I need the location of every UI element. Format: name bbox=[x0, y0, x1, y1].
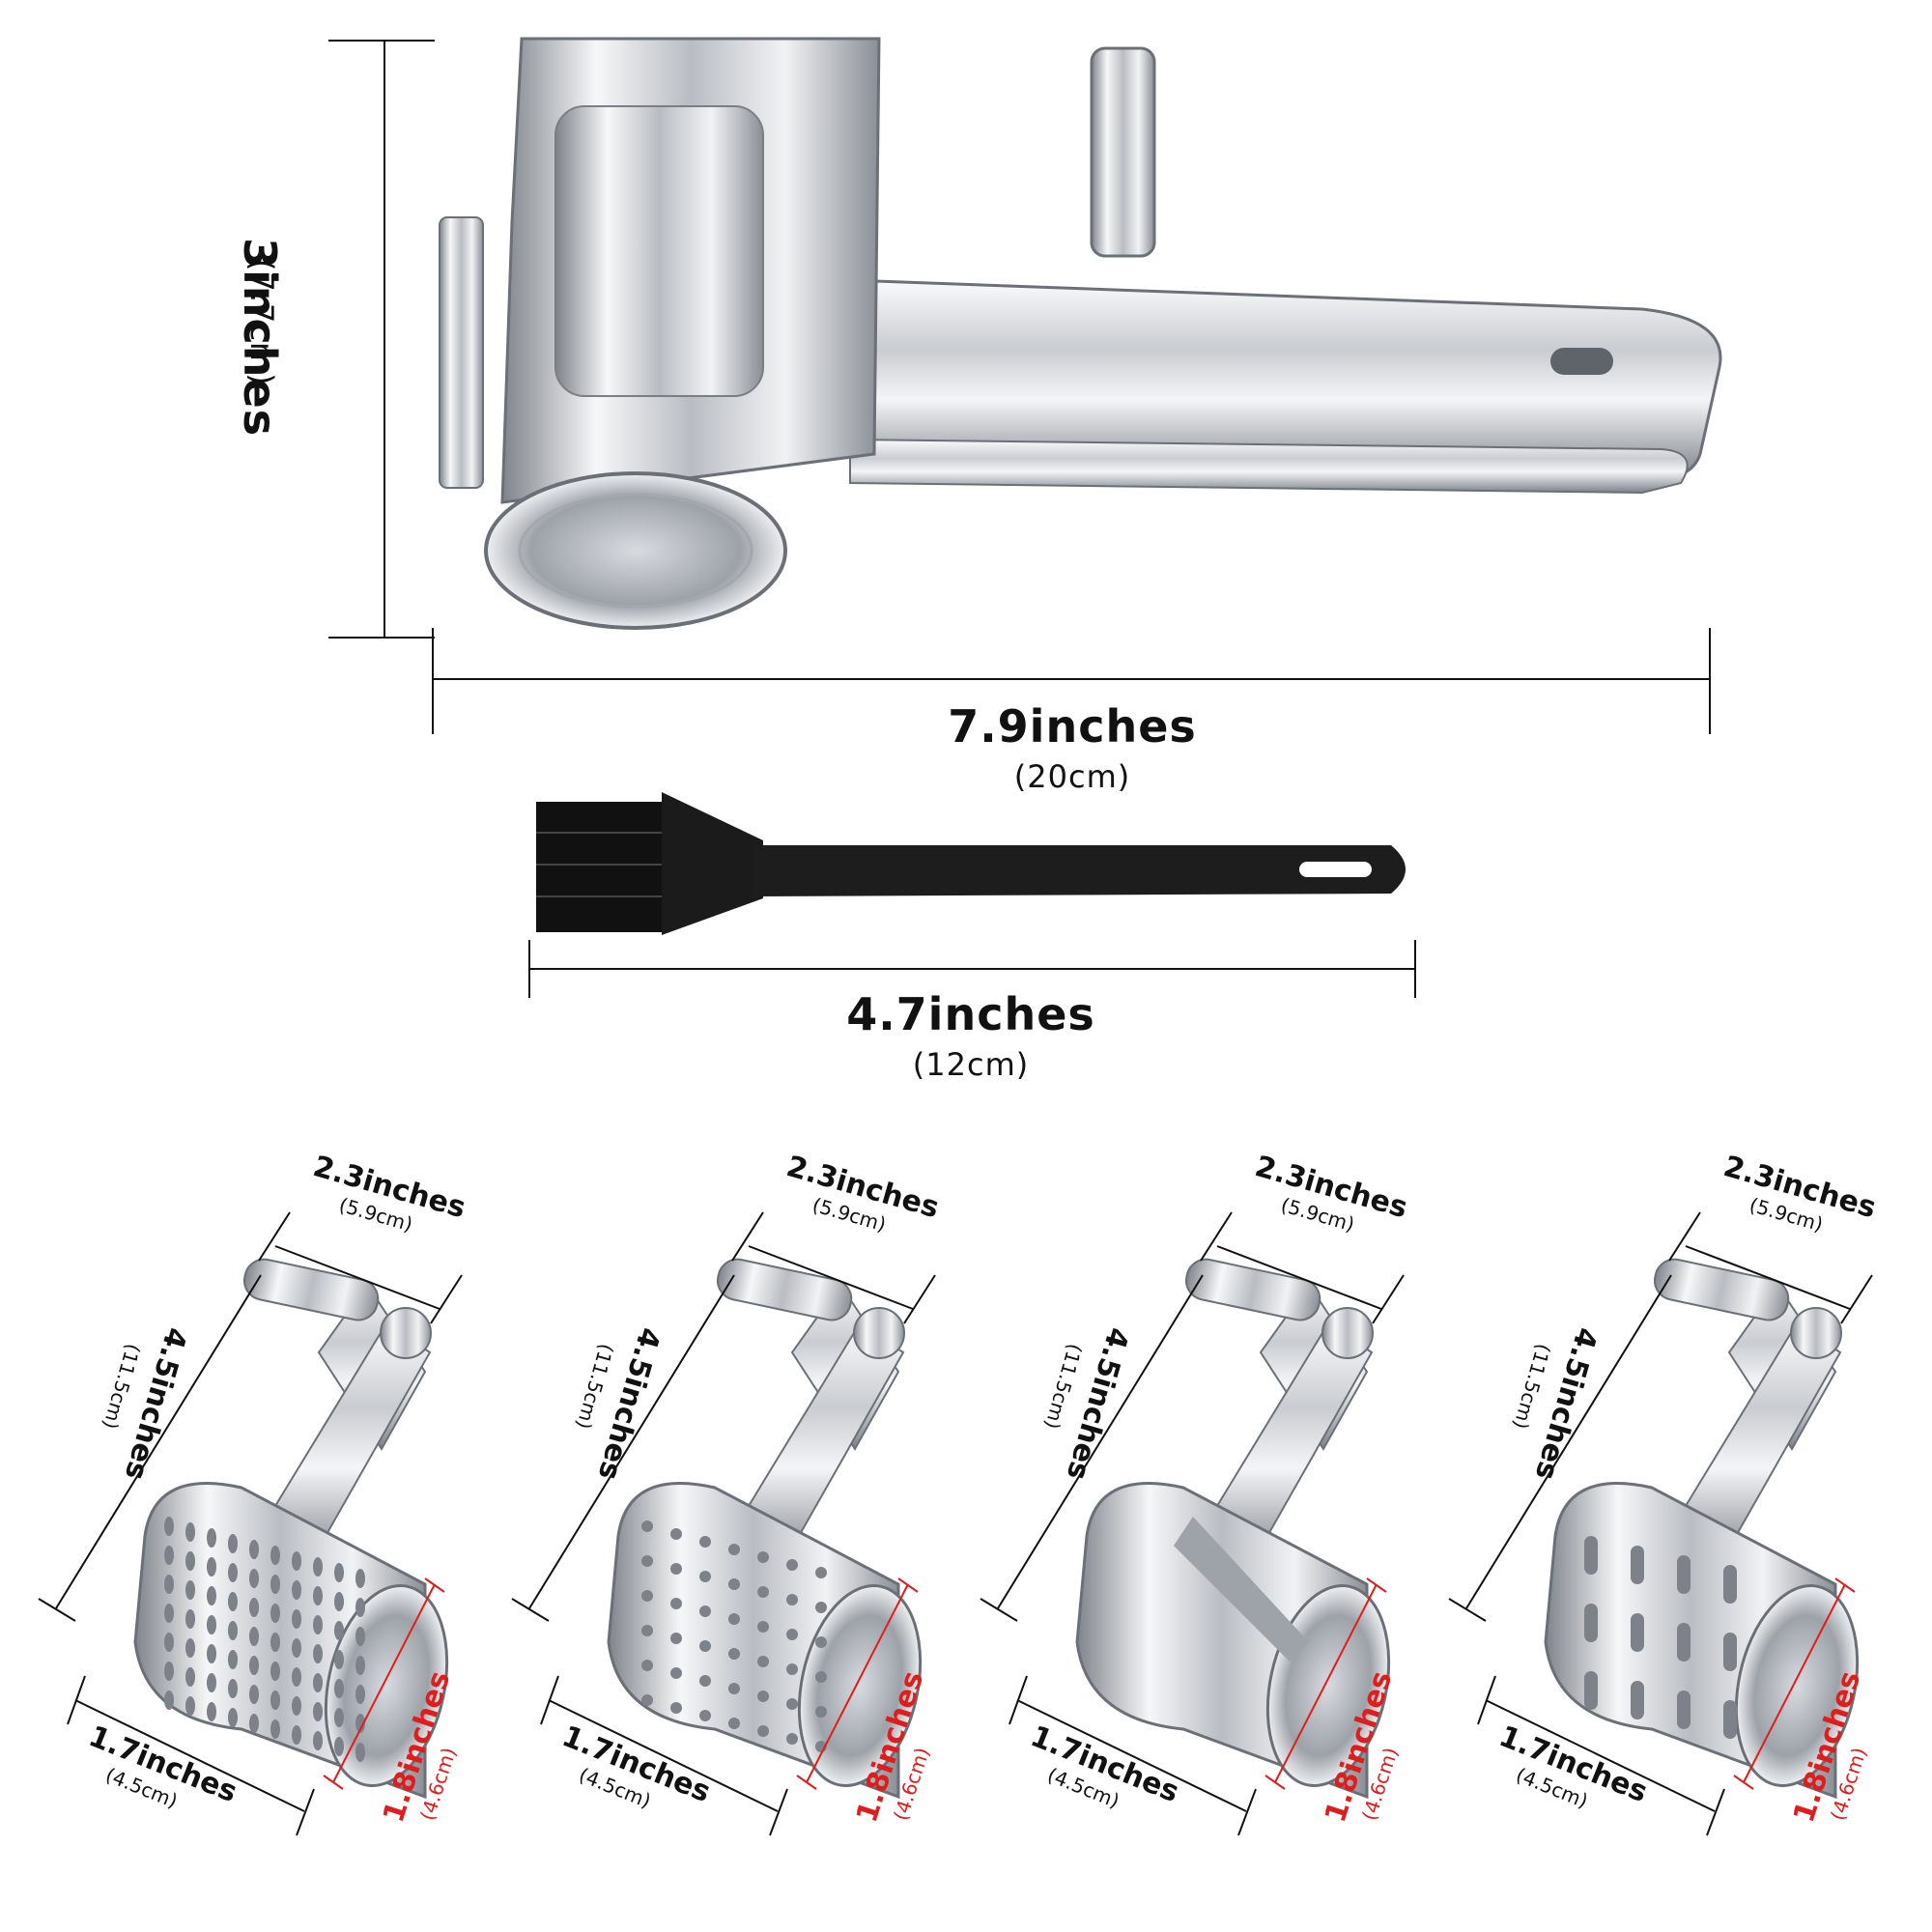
main-grater bbox=[439, 37, 1722, 630]
drum-crank-knob bbox=[1653, 1258, 1790, 1321]
drum-diameter-line bbox=[1264, 1577, 1387, 1790]
drum-dimension-lines bbox=[511, 1211, 936, 1836]
inner-drum bbox=[554, 105, 764, 397]
grater-lower-arm bbox=[849, 438, 1689, 495]
brush-head bbox=[662, 792, 763, 935]
drum-set bbox=[38, 1211, 1873, 1836]
drum-dimension-lines bbox=[980, 1211, 1405, 1836]
drum-diameter-line bbox=[1733, 1577, 1856, 1790]
drum-dimension-lines bbox=[1448, 1211, 1873, 1836]
side-plate bbox=[439, 216, 484, 489]
brush-handle bbox=[753, 845, 1406, 896]
drum-attachment-3 bbox=[980, 1211, 1405, 1836]
drum-crank-knob bbox=[242, 1258, 380, 1321]
drum-attachment-2 bbox=[511, 1211, 936, 1836]
drum-attachment-1 bbox=[38, 1211, 463, 1836]
drum-surface-pattern bbox=[1584, 1536, 1737, 1739]
drum-surface-pattern bbox=[164, 1517, 365, 1762]
drum-crank-knob bbox=[1184, 1258, 1321, 1321]
grater-handle-slot bbox=[1550, 348, 1613, 375]
grater-height-dimension bbox=[328, 40, 435, 639]
grater-width-dimension bbox=[432, 628, 1711, 734]
brush-bristles bbox=[536, 802, 662, 932]
drum-crank-knob bbox=[716, 1258, 853, 1321]
grater-height-sublabel: (7.7cm) bbox=[243, 259, 280, 386]
drum-attachment-4 bbox=[1448, 1211, 1873, 1836]
brush-length-sublabel: (12cm) bbox=[912, 1046, 1030, 1083]
drum-diameter-line bbox=[323, 1577, 445, 1790]
drum-diameter-line bbox=[796, 1577, 919, 1790]
brush-length-dimension bbox=[528, 940, 1416, 998]
brush-handle-hole bbox=[1299, 862, 1372, 877]
brush-length-label: 4.7inches bbox=[846, 988, 1095, 1040]
grater-width-label: 7.9inches bbox=[948, 700, 1197, 753]
cleaning-brush bbox=[536, 792, 1406, 935]
drum-dimension-lines bbox=[38, 1211, 463, 1836]
crank-knob bbox=[1090, 46, 1156, 258]
drum-surface-pattern bbox=[1174, 1517, 1309, 1662]
drum-end bbox=[484, 471, 787, 630]
grater-width-sublabel: (20cm) bbox=[1013, 758, 1131, 795]
